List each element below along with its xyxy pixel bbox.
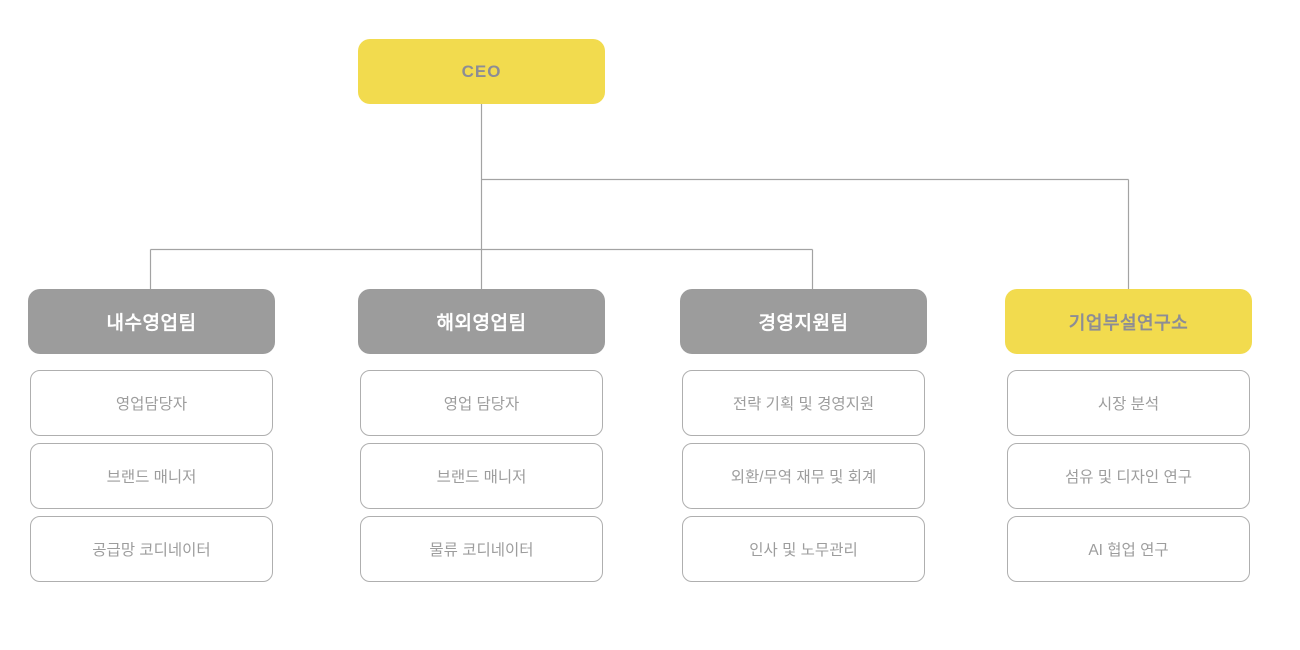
member-node: 시장 분석 xyxy=(1007,370,1250,436)
member-node: 물류 코디네이터 xyxy=(360,516,603,582)
team-label: 내수영업팀 xyxy=(106,313,197,334)
member-label: 영업담당자 xyxy=(115,396,188,413)
ceo-node: CEO xyxy=(358,39,605,104)
member-label: 섬유 및 디자인 연구 xyxy=(1065,469,1192,486)
member-label: 전략 기획 및 경영지원 xyxy=(732,396,875,413)
team-node-research-institute: 기업부설연구소 xyxy=(1005,289,1252,354)
member-label: 공급망 코디네이터 xyxy=(92,542,211,559)
team-label: 경영지원팀 xyxy=(758,313,849,334)
member-node: 영업 담당자 xyxy=(360,370,603,436)
member-node: 브랜드 매니저 xyxy=(30,443,273,509)
member-node: 브랜드 매니저 xyxy=(360,443,603,509)
member-node: 전략 기획 및 경영지원 xyxy=(682,370,925,436)
member-label: 물류 코디네이터 xyxy=(429,542,534,559)
ceo-label: CEO xyxy=(461,61,502,81)
member-label: 인사 및 노무관리 xyxy=(749,542,858,559)
member-label: 외환/무역 재무 및 회계 xyxy=(730,469,877,486)
member-node: 섬유 및 디자인 연구 xyxy=(1007,443,1250,509)
member-label: AI 협업 연구 xyxy=(1088,542,1169,559)
team-node-domestic-sales: 내수영업팀 xyxy=(28,289,275,354)
team-node-overseas-sales: 해외영업팀 xyxy=(358,289,605,354)
member-label: 브랜드 매니저 xyxy=(106,469,197,486)
member-label: 브랜드 매니저 xyxy=(436,469,527,486)
member-node: 외환/무역 재무 및 회계 xyxy=(682,443,925,509)
member-node: 인사 및 노무관리 xyxy=(682,516,925,582)
team-label: 기업부설연구소 xyxy=(1068,312,1189,333)
member-node: AI 협업 연구 xyxy=(1007,516,1250,582)
member-label: 시장 분석 xyxy=(1097,396,1160,413)
team-label: 해외영업팀 xyxy=(436,313,527,334)
member-node: 영업담당자 xyxy=(30,370,273,436)
team-node-management-support: 경영지원팀 xyxy=(680,289,927,354)
member-node: 공급망 코디네이터 xyxy=(30,516,273,582)
member-label: 영업 담당자 xyxy=(443,396,520,413)
